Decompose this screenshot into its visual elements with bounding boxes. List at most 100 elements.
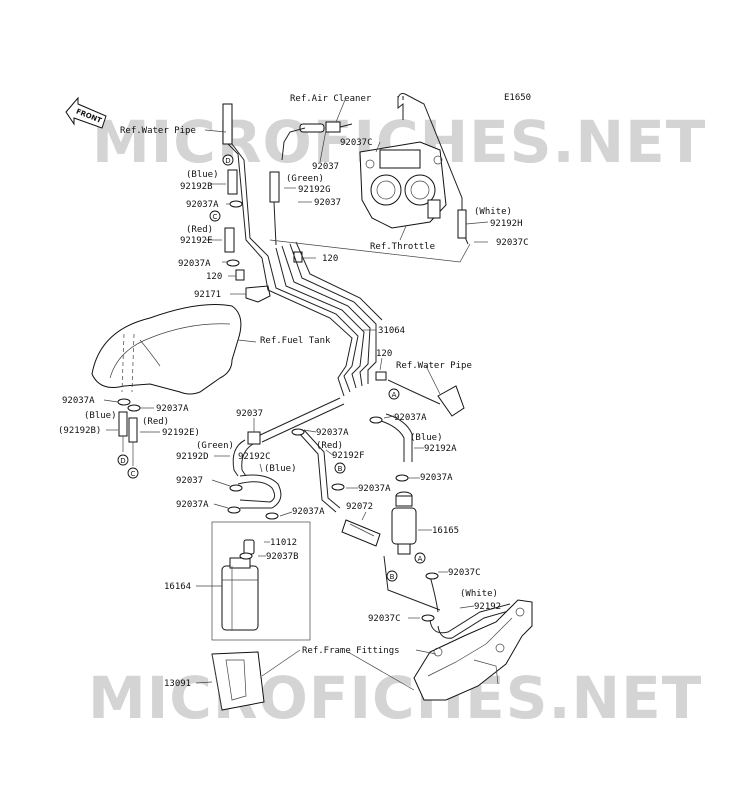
clamp-92037a-icon (331, 483, 345, 491)
hose-92192e-icon (224, 227, 235, 253)
part-92072: 92072 (346, 502, 373, 512)
svg-text:C: C (131, 470, 136, 478)
marker-b-mid: B (334, 462, 346, 474)
part-92037b: 92037B (266, 552, 299, 562)
clamp-92037c-icon (425, 572, 439, 580)
part-92192e: 92192E (180, 236, 213, 246)
diagram-id: E1650 (504, 93, 531, 103)
hose-92192b-icon (227, 169, 238, 195)
clamp-92037a-icon (395, 474, 409, 482)
svg-text:B: B (338, 465, 343, 473)
bracket-13091-icon (211, 651, 265, 711)
ref-air-cleaner: Ref.Air Cleaner (290, 94, 372, 104)
part-92037a: 92037A (358, 484, 391, 494)
air-cleaner-connector-icon (299, 121, 353, 133)
part-92192: 92192 (474, 602, 501, 612)
tube-assembly-31064-icon (261, 241, 383, 397)
frame-fitting-icon (413, 599, 533, 701)
part-92037c: 92037C (496, 238, 529, 248)
part-92192e: 92192E) (162, 428, 200, 438)
color-white: (White) (474, 207, 512, 217)
marker-c-bottom: C (127, 467, 139, 479)
water-pipe-right-icon (437, 385, 465, 417)
clamp-92037a-icon (117, 398, 131, 406)
clamp-92037a-icon (229, 200, 243, 208)
svg-text:D: D (225, 157, 230, 165)
color-blue: (Blue) (264, 464, 297, 474)
part-92192c: 92192C (238, 452, 271, 462)
screw-120-icon (235, 269, 245, 281)
part-92037a: 92037A (292, 507, 325, 517)
marker-b-low: B (386, 570, 398, 582)
part-92192b: (92192B) (58, 426, 101, 436)
part-92192b: 92192B (180, 182, 213, 192)
part-92037a: 92037A (394, 413, 427, 423)
marker-c-top: C (209, 210, 221, 222)
bracket-92072-icon (341, 519, 381, 547)
throttle-body-icon (359, 141, 447, 229)
ref-water-pipe-top: Ref.Water Pipe (120, 126, 196, 136)
part-31064: 31064 (378, 326, 405, 336)
marker-d-top: D (222, 154, 234, 166)
watermark-bottom: MICROFICHES.NET (88, 664, 702, 732)
bracket-92171-icon (245, 285, 271, 303)
svg-text:D: D (120, 457, 125, 465)
canister-16164-icon (221, 539, 259, 631)
part-92037a: 92037A (156, 404, 189, 414)
part-120: 120 (376, 349, 392, 359)
ref-water-pipe-right: Ref.Water Pipe (396, 361, 472, 371)
part-120: 120 (206, 272, 222, 282)
clamp-92037c-icon (421, 614, 435, 622)
color-red: (Red) (142, 417, 169, 427)
color-red: (Red) (316, 441, 343, 451)
hose-92192h-icon (457, 209, 467, 239)
part-13091: 13091 (164, 679, 191, 689)
color-red: (Red) (186, 225, 213, 235)
clamp-92037a-icon (265, 512, 279, 520)
hose-92192e-icon (128, 417, 138, 443)
clamp-92037a-icon (127, 404, 141, 412)
color-blue: (Blue) (84, 411, 117, 421)
svg-text:B: B (390, 573, 395, 581)
hose-92192g-icon (269, 171, 280, 203)
part-92171: 92171 (194, 290, 221, 300)
ref-fuel-tank: Ref.Fuel Tank (260, 336, 331, 346)
part-92037: 92037 (312, 162, 339, 172)
part-92192d: 92192D (176, 452, 209, 462)
front-arrow-icon: FRONT (65, 96, 107, 129)
part-92037a: 92037A (420, 473, 453, 483)
color-blue: (Blue) (410, 433, 443, 443)
svg-text:C: C (213, 213, 218, 221)
screw-120-icon (375, 371, 387, 381)
part-92037c: 92037C (340, 138, 373, 148)
hose-92192b-icon (118, 411, 128, 437)
color-white: (White) (460, 589, 498, 599)
part-16165: 16165 (432, 526, 459, 536)
fuel-tank-icon (91, 304, 242, 395)
fuel-filter-16165-icon (391, 491, 417, 555)
marker-a-mid: A (388, 388, 400, 400)
part-92192g: 92192G (298, 185, 331, 195)
part-92037c: 92037C (368, 614, 401, 624)
clamp-92037a-icon (291, 428, 305, 436)
part-92037a: 92037A (186, 200, 219, 210)
ref-throttle: Ref.Throttle (370, 242, 435, 252)
clamp-92037b-icon (239, 552, 253, 560)
hose-water-pipe-icon (222, 103, 233, 145)
part-92037c: 92037C (448, 568, 481, 578)
part-92037a: 92037A (62, 396, 95, 406)
color-green: (Green) (196, 441, 234, 451)
part-92037: 92037 (314, 198, 341, 208)
clamp-92037a-icon (369, 416, 383, 424)
part-16164: 16164 (164, 582, 191, 592)
clamp-92037a-icon (227, 506, 241, 514)
clamp-92037-icon (247, 431, 261, 445)
part-92037a: 92037A (176, 500, 209, 510)
ref-frame-fittings: Ref.Frame Fittings (302, 646, 400, 656)
part-92037: 92037 (176, 476, 203, 486)
part-92192f: 92192F (332, 451, 365, 461)
part-92037a: 92037A (316, 428, 349, 438)
part-120: 120 (322, 254, 338, 264)
part-92037a: 92037A (178, 259, 211, 269)
